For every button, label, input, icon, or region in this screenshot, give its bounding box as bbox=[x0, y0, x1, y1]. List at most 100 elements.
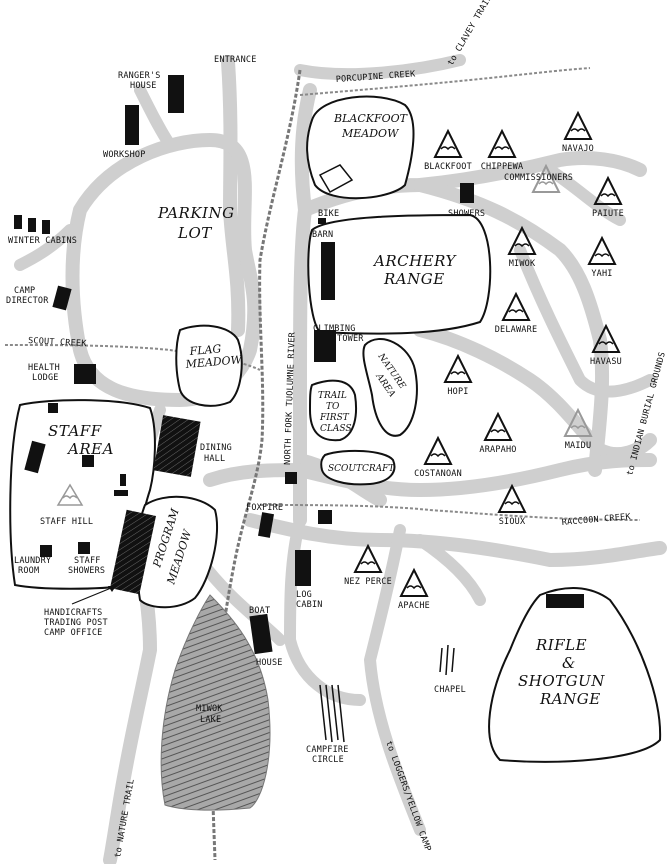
entrance-label: ENTRANCE bbox=[214, 55, 257, 65]
boat-house-building[interactable] bbox=[249, 613, 273, 655]
flag-meadow-label-2: MEADOW bbox=[184, 353, 244, 371]
campsite-label: MIWOK bbox=[509, 259, 536, 269]
raccoon-creek-line bbox=[259, 504, 641, 521]
campsite-label: PAIUTE bbox=[592, 209, 624, 219]
campsite-nez-perce[interactable]: NEZ PERCE bbox=[344, 543, 392, 587]
handicrafts-building[interactable] bbox=[110, 509, 156, 595]
workshop-label: WORKSHOP bbox=[103, 150, 146, 160]
camp-director-label-1: CAMP bbox=[14, 286, 35, 296]
campfire-circle-icon[interactable] bbox=[319, 684, 345, 743]
scout-creek-line bbox=[4, 344, 261, 371]
river-label: NORTH FORK TUOLUMNE RIVER bbox=[283, 331, 298, 465]
showers-building[interactable] bbox=[460, 183, 474, 203]
campsite-commissioners[interactable] bbox=[531, 163, 561, 193]
campfire-label-2: CIRCLE bbox=[312, 755, 344, 765]
campsite-label: HOPI bbox=[447, 387, 468, 397]
campsite-arapaho[interactable]: ARAPAHO bbox=[479, 411, 516, 455]
campsite-label: ARAPAHO bbox=[479, 445, 516, 455]
handicrafts-label-2: TRADING POST bbox=[44, 618, 108, 628]
trail-first-class-zone[interactable] bbox=[308, 379, 358, 442]
flag-meadow-label-1: FLAG bbox=[188, 342, 222, 358]
blackfoot-meadow-zone[interactable] bbox=[306, 95, 415, 200]
foxfire-building[interactable] bbox=[258, 512, 274, 538]
campsite-label: SIOUX bbox=[499, 517, 526, 527]
rangers-house-building[interactable] bbox=[168, 75, 184, 113]
dining-hall-label-2: HALL bbox=[204, 454, 225, 464]
campsite-navajo[interactable]: NAVAJO bbox=[562, 110, 594, 154]
health-lodge-label-2: LODGE bbox=[32, 373, 59, 383]
staff-showers-label-2: SHOWERS bbox=[68, 566, 105, 576]
dining-hall-label-1: DINING bbox=[200, 443, 232, 453]
campsite-costanoan[interactable]: COSTANOAN bbox=[414, 435, 462, 479]
house-label: HOUSE bbox=[256, 658, 283, 668]
lake-label-2: LAKE bbox=[200, 715, 221, 725]
rifle-range-zone[interactable] bbox=[488, 587, 662, 763]
campsite-maidu[interactable]: MAIDU bbox=[563, 407, 593, 451]
staff-hill-label: STAFF HILL bbox=[40, 517, 93, 527]
roads bbox=[14, 54, 667, 864]
bike-label: BIKE bbox=[318, 209, 339, 219]
porcupine-creek-line bbox=[299, 67, 591, 96]
climbing-label-2: TOWER bbox=[337, 334, 364, 344]
climbing-label-1: CLIMBING bbox=[313, 324, 356, 334]
workshop-building[interactable] bbox=[125, 105, 139, 145]
climbing-tower[interactable] bbox=[314, 330, 336, 362]
blackfoot-meadow-label-1: BLACKFOOT bbox=[333, 112, 409, 125]
nature-area-zone[interactable] bbox=[362, 338, 418, 437]
campsite-label: APACHE bbox=[398, 601, 430, 611]
foxfire-label: FOXFIRE bbox=[246, 503, 283, 513]
campsite-yahi[interactable]: YAHI bbox=[587, 235, 617, 279]
log-cabin-building[interactable] bbox=[295, 550, 311, 586]
bike-barn-building[interactable] bbox=[321, 242, 335, 300]
boat-label: BOAT bbox=[249, 606, 270, 616]
commissioners-label: COMMISSIONERS bbox=[504, 173, 573, 183]
campsite-apache[interactable]: APACHE bbox=[398, 567, 430, 611]
trail-label-4: CLASS bbox=[320, 424, 352, 434]
laundry-label-1: LAUNDRY bbox=[14, 556, 51, 566]
parking-label-1: PARKING bbox=[157, 204, 235, 222]
miwok-lake[interactable] bbox=[160, 594, 271, 811]
scoutcraft-label: SCOUTCRAFT bbox=[328, 464, 395, 474]
showers-label: SHOWERS bbox=[448, 209, 485, 219]
campsite-label: COSTANOAN bbox=[414, 469, 462, 479]
rangers-house-label-1: RANGER'S bbox=[118, 71, 161, 81]
campsite-havasu[interactable]: HAVASU bbox=[590, 323, 622, 367]
campsite-sioux[interactable]: SIOUX bbox=[497, 483, 527, 527]
dining-hall-building[interactable] bbox=[153, 415, 201, 477]
campsite-label: CHIPPEWA bbox=[481, 162, 524, 172]
clavey-trail-label: to CLAVEY TRAIL bbox=[446, 0, 495, 67]
laundry-label-2: ROOM bbox=[18, 566, 39, 576]
handicrafts-label-3: CAMP OFFICE bbox=[44, 628, 103, 638]
lake-label-1: MIWOK bbox=[196, 704, 223, 714]
campsite-label: DELAWARE bbox=[495, 325, 538, 335]
campsite-hopi[interactable]: HOPI bbox=[443, 353, 473, 397]
parking-label-2: LOT bbox=[177, 224, 212, 242]
archery-label-1: ARCHERY bbox=[372, 252, 457, 270]
handicrafts-label-1: HANDICRAFTS bbox=[44, 608, 103, 618]
chapel-icon[interactable] bbox=[439, 644, 455, 676]
archery-label-2: RANGE bbox=[383, 270, 445, 288]
campsite-paiute[interactable]: PAIUTE bbox=[592, 175, 624, 219]
log-cabin-label-2: CABIN bbox=[296, 600, 323, 610]
flag-meadow-zone[interactable] bbox=[175, 324, 243, 407]
rifle-label-4: RANGE bbox=[539, 690, 601, 708]
campsite-blackfoot[interactable]: BLACKFOOT bbox=[424, 128, 472, 172]
rifle-label-3: SHOTGUN bbox=[518, 672, 605, 690]
camp-director-label-2: DIRECTOR bbox=[6, 296, 49, 306]
scout-creek-label: SCOUT CREEK bbox=[28, 336, 88, 349]
campsite-delaware[interactable]: DELAWARE bbox=[495, 291, 538, 335]
health-lodge-label-1: HEALTH bbox=[28, 363, 60, 373]
staff-area-label-2: AREA bbox=[66, 440, 114, 458]
archery-range-zone[interactable] bbox=[307, 213, 492, 335]
scoutcraft-zone[interactable] bbox=[320, 449, 396, 486]
trail-label-2: TO bbox=[326, 402, 340, 412]
camp-director-building[interactable] bbox=[52, 285, 72, 311]
health-lodge-building[interactable] bbox=[74, 364, 96, 384]
winter-cabins-label: WINTER CABINS bbox=[8, 236, 77, 246]
campsite-label: NEZ PERCE bbox=[344, 577, 392, 587]
campsite-chippewa[interactable]: CHIPPEWA bbox=[481, 128, 524, 172]
rifle-label-2: & bbox=[562, 654, 576, 672]
campfire-label-1: CAMPFIRE bbox=[306, 745, 349, 755]
campsite-miwok[interactable]: MIWOK bbox=[507, 225, 537, 269]
